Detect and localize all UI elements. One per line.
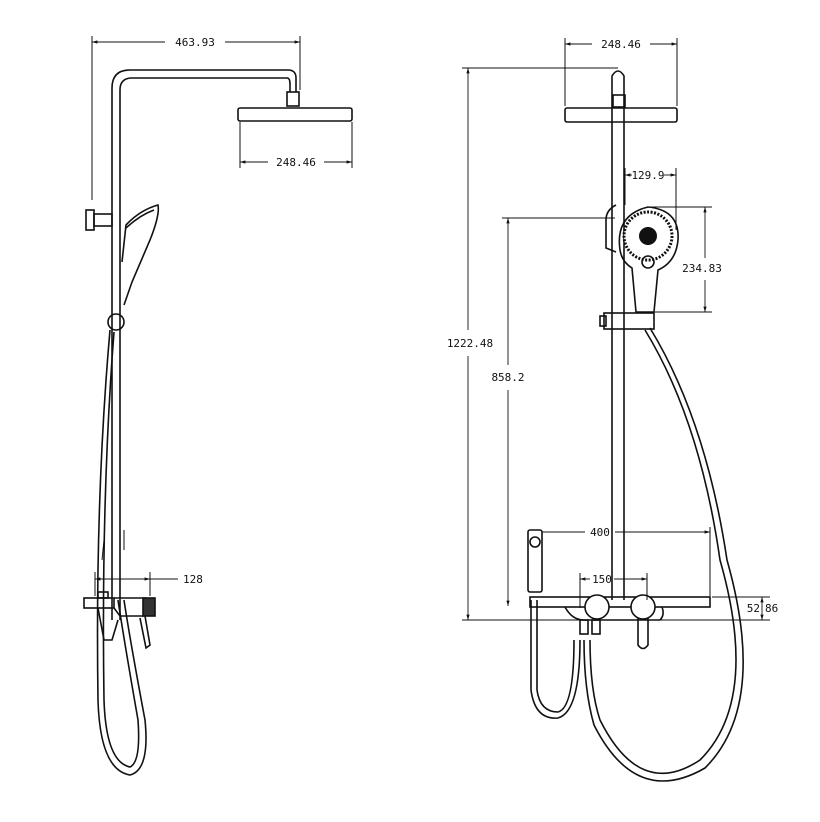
slider-holder (603, 312, 655, 330)
dim-total-height: 1222.48 (447, 337, 493, 350)
valve-knob-left (584, 594, 610, 620)
hand-shower-front (618, 206, 679, 313)
slider-knob (85, 209, 95, 231)
shelf (529, 596, 711, 608)
head-nut-front (612, 94, 626, 108)
dim-hand-shower-width: 129.9 (631, 169, 664, 182)
slider-ball (107, 313, 125, 331)
dim-valve-spacing: 150 (592, 573, 612, 586)
hand-shower-side (121, 203, 160, 306)
hose (96, 329, 147, 776)
dim-mixer-height: 86 (765, 602, 778, 615)
dim-hand-shower-height: 234.83 (682, 262, 722, 275)
dim-shelf-thickness: 52 (747, 602, 760, 615)
dim-mixer-depth: 128 (183, 573, 203, 586)
dim-shelf-width: 400 (590, 526, 610, 539)
head-nut (286, 91, 300, 107)
rain-shower-head-front (564, 107, 678, 123)
dim-head-width-side: 248.46 (276, 156, 316, 169)
side-view: 463.93 248.46 128 (83, 36, 353, 776)
dim-holder-height: 858.2 (491, 371, 524, 384)
mixer-body (83, 597, 115, 609)
dim-overall-width: 463.93 (175, 36, 215, 49)
valve-knob-right (630, 594, 656, 620)
hose-front (589, 329, 737, 775)
riser-pipe-front (611, 70, 625, 600)
dim-head-width-front: 248.46 (601, 38, 641, 51)
hand-spray (527, 529, 543, 593)
mode-button (641, 255, 655, 269)
riser-pipe (111, 69, 297, 620)
front-view: 248.46 1222.48 858.2 129.9 234.83 400 15… (447, 38, 778, 782)
rain-shower-head (237, 107, 353, 122)
